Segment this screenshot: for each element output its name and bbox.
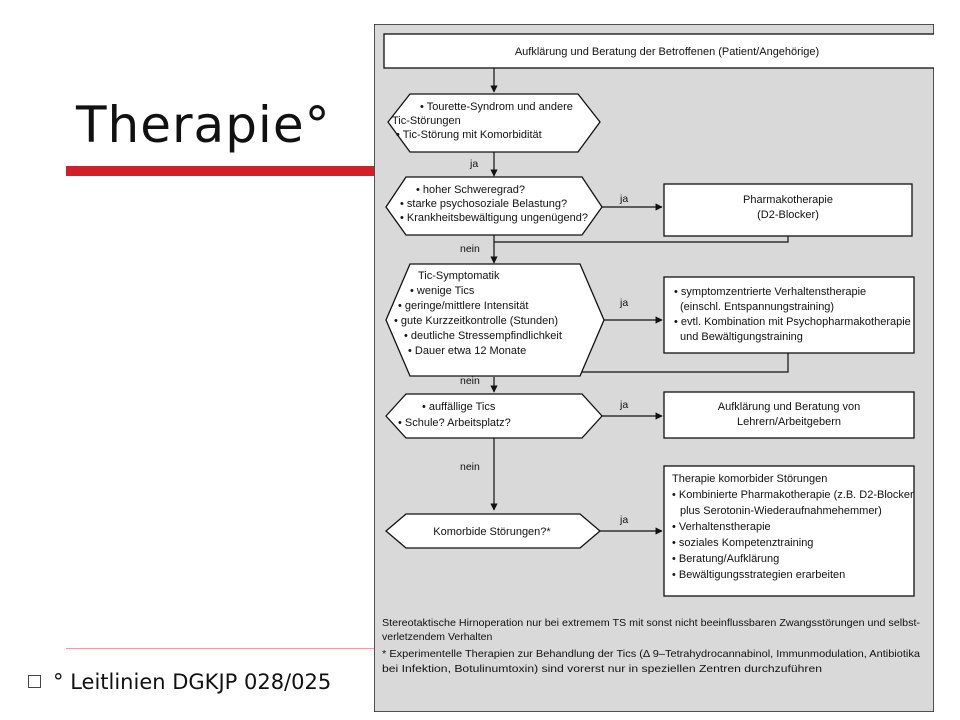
r4-line-1: Aufklärung und Beratung von [718, 401, 861, 413]
slide-title: Therapie° [76, 96, 331, 154]
decision-diagnosis [387, 93, 601, 153]
footnote-degree: ° [53, 670, 64, 694]
d3-line-3: • geringe/mittlere Intensität [398, 300, 528, 312]
label-ja-2: ja [619, 193, 628, 205]
line-r3-return [494, 353, 789, 373]
footnote-text: Leitlinien DGKJP 028/025 [70, 670, 332, 694]
r5-line-2: • Kombinierte Pharmakotherapie (z.B. D2-… [672, 489, 914, 501]
r5-line-7: • Bewältigungsstrategien erarbeiten [672, 569, 845, 581]
label-ja-4: ja [619, 399, 628, 411]
r3-line-2: (einschl. Entspannungstraining) [680, 301, 834, 313]
r5-line-1: Therapie komorbider Störungen [672, 473, 827, 485]
label-ja-5: ja [619, 514, 628, 526]
info-box-top [383, 33, 951, 69]
r3-line-4: und Bewältigungstraining [680, 331, 803, 343]
d1-line-1: • Tourette-Syndrom und andere [420, 101, 573, 113]
d3-line-6: • Dauer etwa 12 Monate [408, 345, 526, 357]
square-bullet-icon [28, 675, 41, 688]
top-box-text: Aufklärung und Beratung der Betroffenen … [515, 46, 819, 58]
r5-line-5: • soziales Kompetenztraining [672, 537, 813, 549]
footer-divider [66, 648, 376, 649]
decision-tic-symptoms [385, 263, 605, 377]
flowchart-panel: Aufklärung und Beratung der Betroffenen … [373, 23, 951, 713]
d5-text: Komorbide Störungen?* [433, 526, 551, 538]
label-nein-1: nein [460, 243, 480, 255]
r2-line-2: (D2-Blocker) [757, 209, 819, 221]
label-nein-2: nein [460, 375, 480, 387]
box-pharmacotherapy [663, 183, 913, 237]
r5-line-6: • Beratung/Aufklärung [672, 553, 779, 565]
note-line-3: * Experimentelle Therapien zur Behandlun… [382, 648, 920, 660]
r5-line-3: plus Serotonin-Wiederaufnahmehemmer) [680, 505, 882, 517]
decision-comorbid-disorders [384, 513, 602, 549]
title-accent-bar [66, 166, 386, 176]
d2-line-2: • starke psychosoziale Belastung? [400, 198, 567, 210]
flowchart: Aufklärung und Beratung der Betroffenen … [373, 23, 951, 713]
flowchart-notes: Stereotaktische Hirnoperation nur bei ex… [382, 617, 921, 675]
decision-noticeable-tics [385, 393, 603, 439]
box-teacher-employer-info [663, 391, 915, 439]
r3-line-3: • evtl. Kombination mit Psychopharmakoth… [674, 316, 911, 328]
note-line-2: verletzendem Verhalten [382, 631, 492, 643]
box-comorbid-therapy [663, 465, 915, 597]
r3-line-1: • symptomzentrierte Verhaltenstherapie [674, 286, 866, 298]
d2-line-1: • hoher Schweregrad? [416, 184, 525, 196]
d2-line-3: • Krankheitsbewältigung ungenügend? [400, 212, 588, 224]
d3-line-2: • wenige Tics [410, 285, 475, 297]
decision-severity [385, 176, 603, 236]
d4-line-1: • auffällige Tics [422, 401, 496, 413]
r4-line-2: Lehrern/Arbeitgebern [737, 416, 841, 428]
source-footnote: ° Leitlinien DGKJP 028/025 [28, 670, 331, 694]
line-r2-return [494, 236, 789, 243]
connectors [490, 68, 789, 535]
label-ja-3: ja [619, 297, 628, 309]
r5-line-4: • Verhaltenstherapie [672, 521, 771, 533]
d3-line-4: • gute Kurzzeitkontrolle (Stunden) [394, 315, 558, 327]
d3-line-1: Tic-Symptomatik [418, 270, 500, 282]
d1-line-3: • Tic-Störung mit Komorbidität [396, 129, 542, 141]
note-line-1: Stereotaktische Hirnoperation nur bei ex… [382, 617, 921, 629]
r2-line-1: Pharmakotherapie [743, 194, 833, 206]
d3-line-5: • deutliche Stressempfindlichkeit [404, 330, 562, 342]
box-behavioral-therapy [663, 276, 915, 354]
label-nein-3: nein [460, 461, 480, 473]
note-line-4: bei Infektion, Botulinumtoxin) sind vore… [382, 663, 822, 675]
d1-line-2: Tic-Störungen [392, 115, 461, 127]
d4-line-2: • Schule? Arbeitsplatz? [398, 417, 511, 429]
label-ja-1: ja [469, 158, 478, 170]
